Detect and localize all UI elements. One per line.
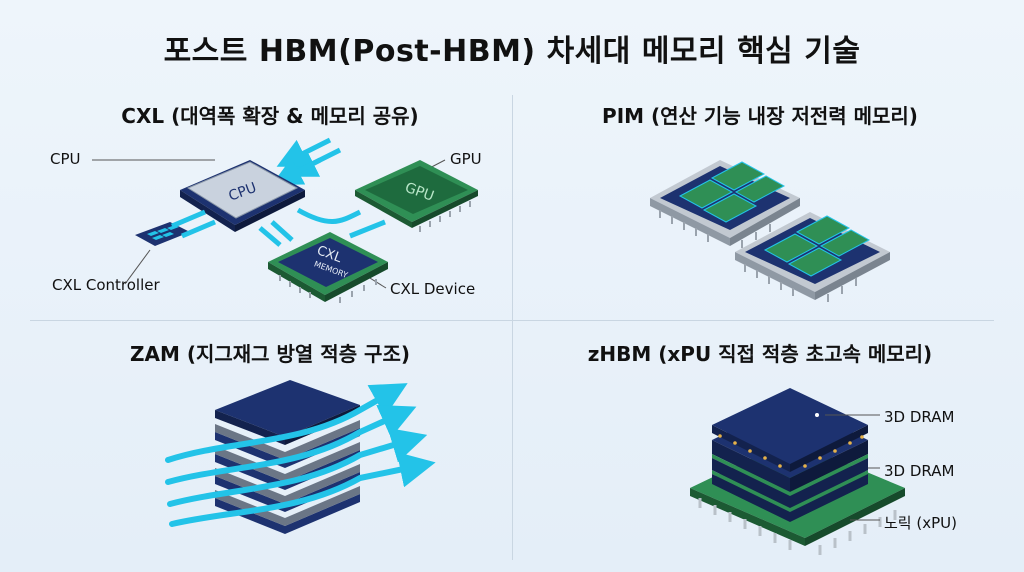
dram-mid-label: 3D DRAM — [884, 462, 955, 480]
logic-xpu-label: 노릭 (xPU) — [884, 514, 957, 532]
pim-diagram — [650, 160, 890, 302]
zhbm-diagram — [690, 388, 905, 555]
dram-top-label: 3D DRAM — [884, 408, 955, 426]
page-title: 포스트 HBM(Post-HBM) 차세대 메모리 핵심 기술 — [163, 34, 861, 69]
gpu-label: GPU — [450, 150, 482, 168]
pim-module-2 — [735, 212, 890, 302]
pim-module-1 — [650, 160, 800, 248]
cxl-device-label: CXL Device — [390, 280, 476, 298]
cxl-controller-label: CXL Controller — [52, 276, 160, 294]
zam-diagram — [165, 380, 436, 534]
divider-horizontal — [30, 320, 994, 321]
divider-vertical — [512, 95, 513, 560]
gpu-chip: GPU — [355, 160, 478, 232]
cxl-memory-chip: CXL MEMORY — [268, 232, 388, 303]
pim-heading: PIM (연산 기능 내장 저전력 메모리) — [602, 104, 918, 128]
cpu-chip: CPU — [180, 160, 305, 232]
zhbm-heading: zHBM (xPU 직접 적층 초고속 메모리) — [587, 342, 933, 366]
cpu-label: CPU — [50, 150, 81, 168]
cxl-heading: CXL (대역폭 확장 & 메모리 공유) — [121, 104, 419, 128]
cxl-diagram: CPU GPU CXL — [92, 137, 478, 303]
zam-heading: ZAM (지그재그 방열 적층 구조) — [129, 342, 410, 366]
